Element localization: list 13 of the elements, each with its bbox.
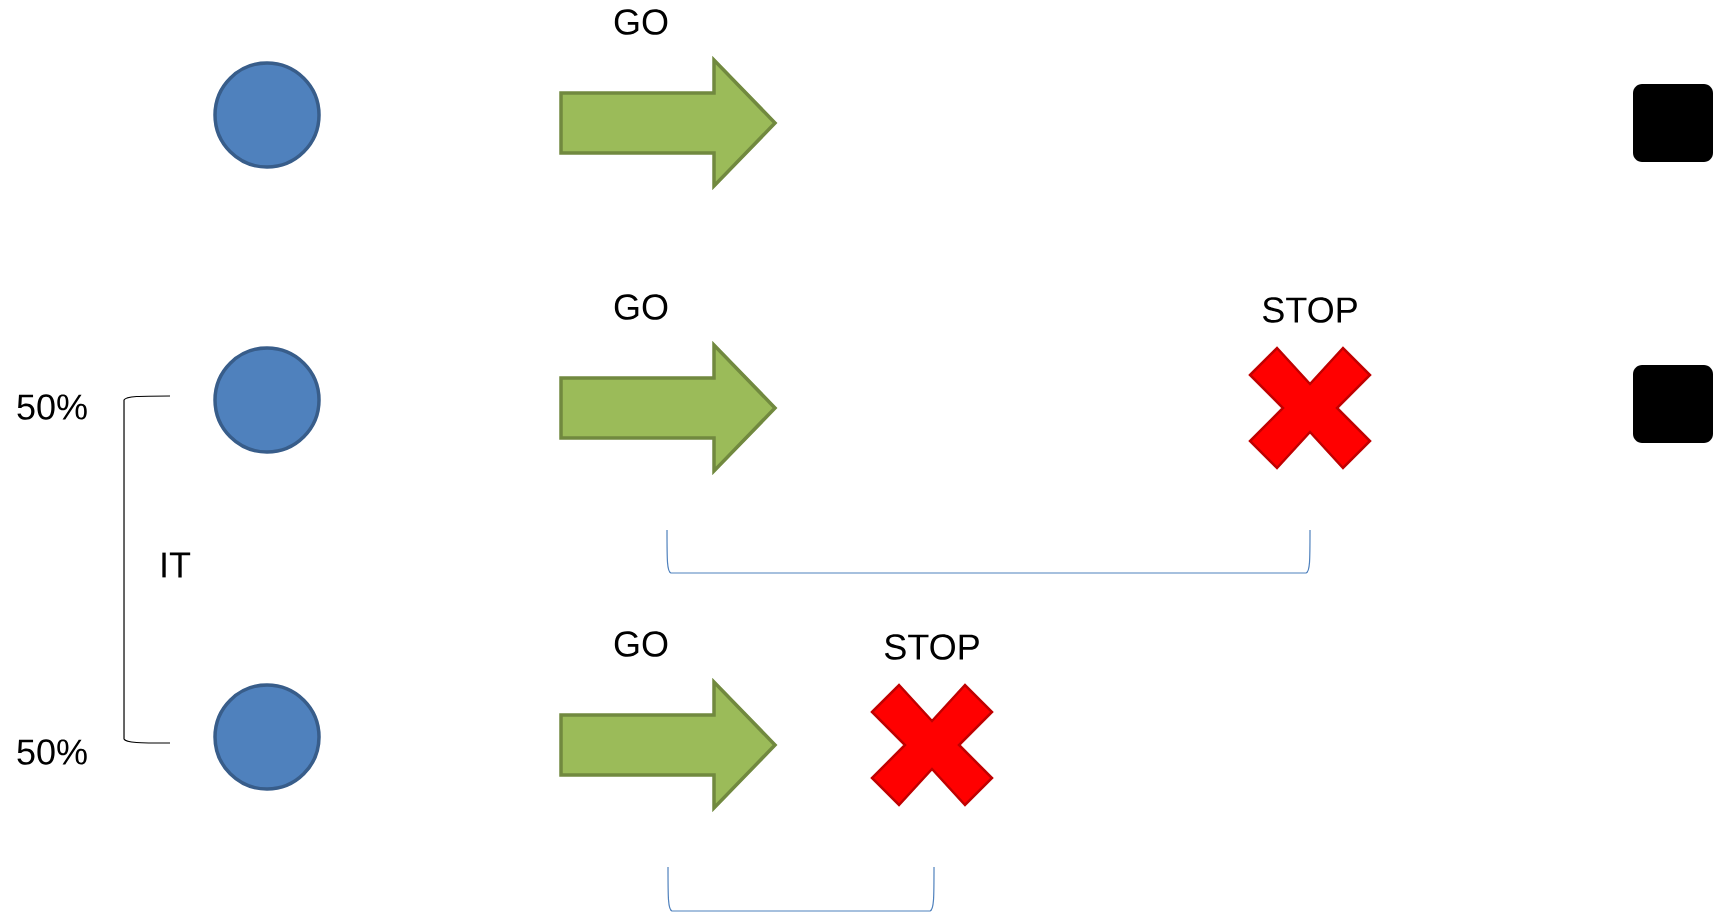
text-label: 50% (17, 394, 87, 420)
stop-label: STOP (884, 634, 979, 660)
circle (213, 683, 321, 791)
arrow-label: GO (614, 9, 668, 35)
stop-label: STOP (1262, 297, 1357, 323)
text-label: IT (162, 552, 191, 578)
arrow-label: GO (614, 631, 668, 657)
circle (213, 61, 321, 169)
text-label: 50% (17, 739, 87, 765)
square (1633, 84, 1713, 162)
square (1633, 365, 1713, 443)
arrow-label: GO (614, 294, 668, 320)
circle (213, 346, 321, 454)
